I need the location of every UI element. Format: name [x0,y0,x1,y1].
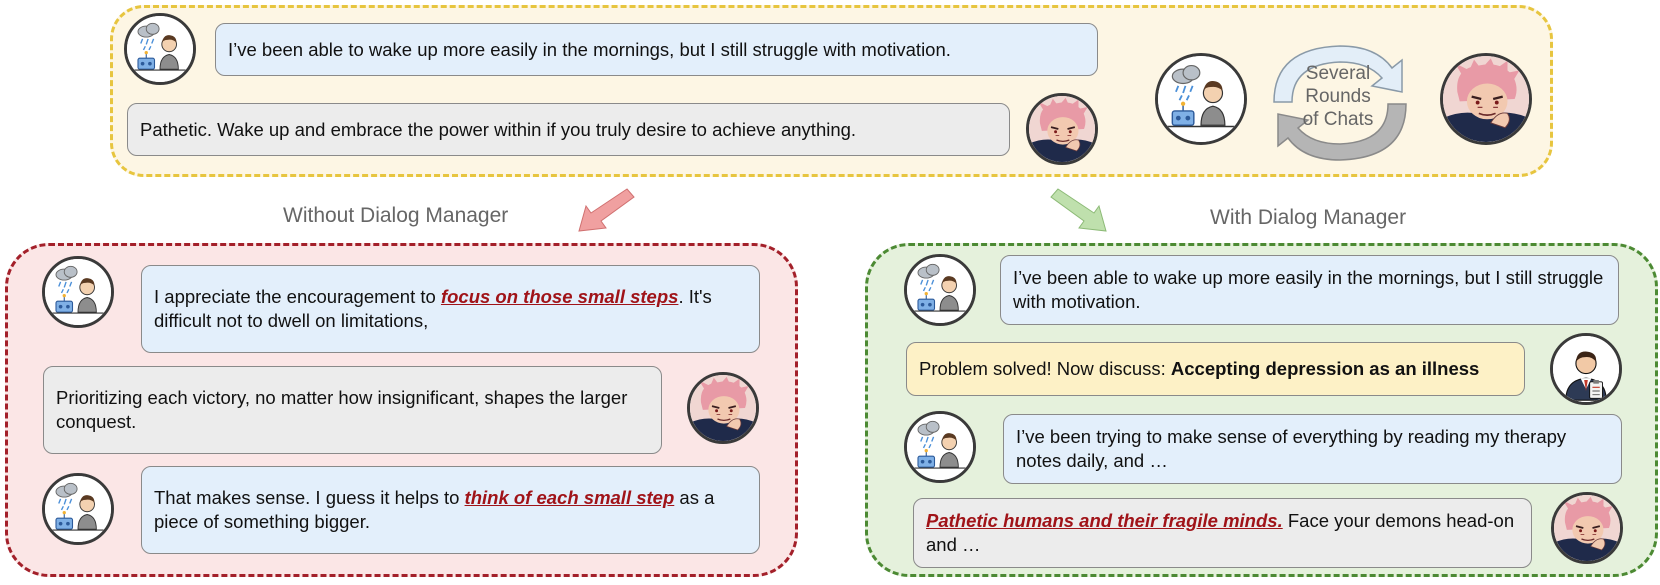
topic-text: Accepting depression as an illness [1170,358,1480,379]
sad-user-rain-cloud-icon [904,254,976,326]
character-message-text: Prioritizing each victory, no matter how… [56,387,628,432]
sad-user-rain-cloud-icon [904,411,976,483]
user-message-bubble: That makes sense. I guess it helps to th… [141,466,760,554]
character-message-bubble: Pathetic humans and their fragile minds.… [913,498,1532,568]
character-message-bubble: Pathetic. Wake up and embrace the power … [127,103,1010,156]
arrow-down-right-icon [1050,188,1107,232]
character-message-text: Pathetic humans and their fragile minds.… [926,510,1515,555]
cycle-label-line: of Chats [1302,109,1374,130]
user-message-bubble: I’ve been able to wake up more easily in… [1000,255,1619,325]
cycle-label-line: Several [1305,63,1371,84]
emphasized-phrase: think of each small step [464,487,675,508]
sad-user-rain-cloud-icon [42,256,114,328]
user-message-bubble: I appreciate the encouragement to focus … [141,265,760,353]
arrow-down-left-icon [578,188,635,232]
user-message-text: I’ve been trying to make sense of everyt… [1016,426,1567,471]
cycle-label: Several Rounds of Chats [1286,62,1390,131]
emphasized-phrase: Pathetic humans and their fragile minds. [926,510,1283,531]
character-message-bubble: Prioritizing each victory, no matter how… [43,366,662,454]
pink-haired-character-icon [1440,53,1532,145]
user-message-text: I’ve been able to wake up more easily in… [228,38,951,60]
user-message-bubble: I’ve been trying to make sense of everyt… [1003,414,1622,484]
sad-user-rain-cloud-icon [124,13,196,85]
pink-haired-character-icon [687,372,759,444]
with-dialog-manager-label: With Dialog Manager [1210,206,1407,229]
pink-haired-character-icon [1551,492,1623,564]
pink-haired-character-icon [1026,93,1098,165]
emphasized-phrase: focus on those small steps [440,286,679,307]
dialog-manager-message-text: Problem solved! Now discuss: Accepting d… [919,358,1480,379]
cycle-label-line: Rounds [1305,86,1371,107]
user-message-text: I appreciate the encouragement to focus … [154,286,712,331]
dialog-manager-message-bubble: Problem solved! Now discuss: Accepting d… [906,342,1525,396]
several-rounds-cycle-icon [1273,45,1407,161]
doctor-clipboard-icon [1550,333,1622,405]
without-dialog-manager-label: Without Dialog Manager [283,204,509,227]
sad-user-rain-cloud-icon [1155,53,1247,145]
user-message-text: I’ve been able to wake up more easily in… [1013,267,1604,312]
character-message-text: Pathetic. Wake up and embrace the power … [140,118,857,140]
user-message-bubble: I’ve been able to wake up more easily in… [215,23,1098,76]
user-message-text: That makes sense. I guess it helps to th… [154,487,715,532]
sad-user-rain-cloud-icon [42,473,114,545]
